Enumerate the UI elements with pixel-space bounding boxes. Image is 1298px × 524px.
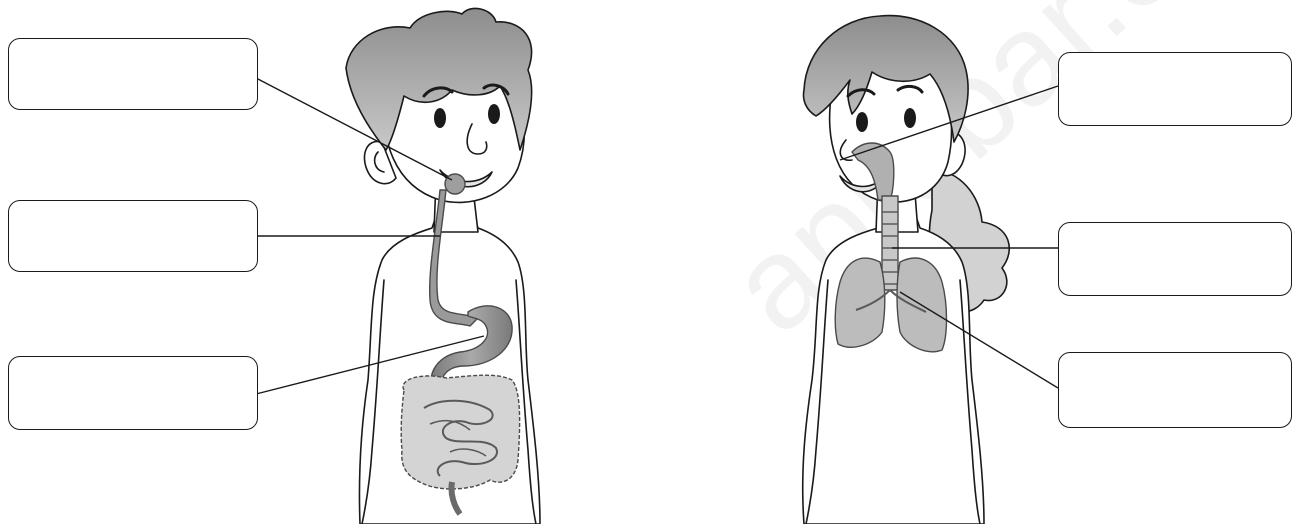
boy-stomach-label-box[interactable] bbox=[8, 356, 258, 430]
boy-right-eye bbox=[488, 104, 500, 124]
girl-nose-label-box[interactable] bbox=[1058, 52, 1292, 126]
girl-lungs-label-box[interactable] bbox=[1058, 352, 1292, 428]
boy-esophagus-label-box[interactable] bbox=[8, 200, 258, 272]
boy-left-eye bbox=[434, 108, 446, 128]
boy-large-intestine bbox=[401, 375, 519, 489]
boy-mouth-label-box[interactable] bbox=[8, 38, 258, 110]
boy-mouth-cavity bbox=[445, 174, 465, 194]
girl-trachea bbox=[882, 196, 898, 290]
girl-right-eye bbox=[904, 108, 916, 128]
girl-left-eye bbox=[856, 112, 868, 132]
girl-trachea-label-box[interactable] bbox=[1058, 222, 1292, 296]
